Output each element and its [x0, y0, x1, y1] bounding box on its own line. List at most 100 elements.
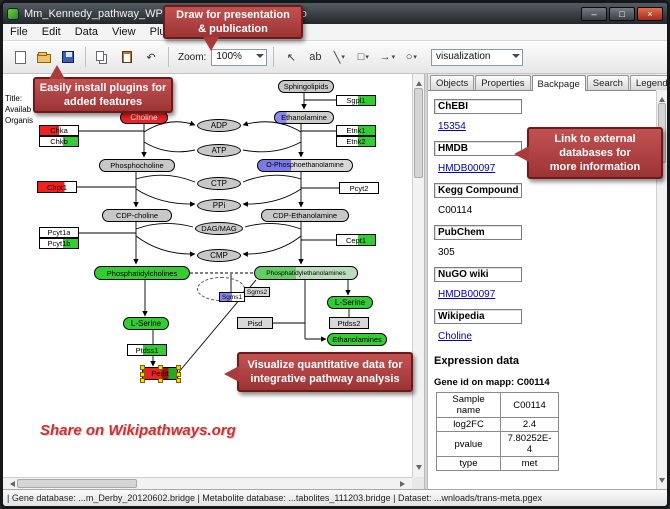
- backpage-header-wikipedia: Wikipedia: [434, 309, 522, 324]
- paste-button[interactable]: [116, 46, 138, 68]
- pathway-node-phosphatidylcholines[interactable]: Phosphatidylcholines: [94, 266, 190, 280]
- pathway-node-ethanolamine[interactable]: Ethanolamine: [274, 111, 334, 124]
- toolbar-separator: [168, 47, 169, 67]
- node-label: Chkb: [50, 137, 68, 146]
- maximize-button[interactable]: □: [609, 6, 635, 21]
- menu-item-data[interactable]: Data: [74, 26, 98, 38]
- tab-search[interactable]: Search: [586, 75, 629, 90]
- menu-item-file[interactable]: File: [10, 26, 28, 38]
- pathway-node-phosphocholine[interactable]: Phosphocholine: [99, 159, 175, 172]
- pathway-node-cmp[interactable]: CMP: [197, 249, 241, 262]
- callout-text: integrative pathway analysis: [250, 373, 400, 385]
- pathway-node-ppi[interactable]: PPi: [197, 199, 241, 212]
- node-label: Sgpl1: [346, 96, 366, 105]
- save-button[interactable]: [57, 46, 79, 68]
- backpage-link-wikipedia[interactable]: Choline: [438, 331, 472, 342]
- scroll-up-icon[interactable]: [416, 78, 422, 86]
- backpage-link-nugo-wiki[interactable]: HMDB00097: [438, 289, 496, 300]
- pathway-node-etnk1[interactable]: Etnk1: [336, 125, 376, 136]
- canvas-vscroll-thumb[interactable]: [414, 88, 423, 178]
- label-tool-button[interactable]: ab: [304, 46, 326, 68]
- status-bar: | Gene database: ...m_Derby_20120602.bri…: [3, 489, 667, 506]
- pathway-node-cept1[interactable]: Cept1: [336, 234, 376, 246]
- scroll-down-icon[interactable]: [416, 465, 422, 473]
- pathway-node-cdp-ethanolamine[interactable]: CDP-Ethanolamine: [261, 209, 349, 222]
- pathway-node-sphingolipids[interactable]: Sphingolipids: [278, 80, 334, 93]
- tab-legend[interactable]: Legend: [629, 75, 667, 90]
- toolbar-separator: [273, 47, 275, 67]
- pathway-node-sgms1[interactable]: Sgms1: [219, 292, 245, 302]
- backpage-link-chebi[interactable]: 15354: [438, 121, 466, 132]
- panel-splitter[interactable]: [424, 74, 428, 489]
- selection-handle[interactable]: [176, 378, 181, 383]
- node-label: Phosphatidylethanolamines: [266, 269, 346, 277]
- pathway-info-label: Organis: [5, 116, 33, 125]
- zoom-combobox[interactable]: 100%: [211, 48, 268, 66]
- pathway-node-o-phosphoethanolamine[interactable]: O-Phosphoethanolamine: [257, 159, 353, 172]
- open-file-button[interactable]: [33, 46, 55, 68]
- canvas-hscroll-thumb[interactable]: [17, 479, 137, 488]
- selection-tool-button[interactable]: ↖: [280, 46, 302, 68]
- pathway-node-adp[interactable]: ADP: [197, 119, 241, 132]
- table-cell: log2FC: [436, 417, 501, 432]
- menu-item-view[interactable]: View: [111, 26, 136, 38]
- pathway-node-chka[interactable]: Chka: [39, 125, 79, 136]
- pathway-node-chpt1[interactable]: Chpt1: [37, 181, 77, 193]
- scroll-up-icon[interactable]: [659, 94, 665, 102]
- selection-handle[interactable]: [140, 365, 145, 370]
- shape-tool-button[interactable]: □▾: [352, 46, 374, 68]
- pathway-node-atp[interactable]: ATP: [197, 144, 241, 157]
- copy-icon: [96, 50, 104, 61]
- scroll-left-icon[interactable]: [7, 481, 15, 487]
- visualization-combobox[interactable]: visualization: [431, 49, 523, 66]
- share-banner: Share on Wikipathways.org: [40, 422, 236, 439]
- pathway-node-pcyt1b[interactable]: Pcyt1b: [39, 238, 79, 249]
- pathway-node-pisd[interactable]: Pisd: [237, 317, 273, 329]
- line-tool-button[interactable]: ╲▾: [328, 46, 350, 68]
- tab-backpage[interactable]: Backpage: [531, 75, 586, 91]
- selection-handle[interactable]: [140, 378, 145, 383]
- callout-text: databases for: [559, 146, 631, 159]
- selection-handle[interactable]: [158, 365, 163, 370]
- pathway-node-sgms2[interactable]: Sgms2: [244, 287, 270, 297]
- pathway-node-pemt[interactable]: Pemt: [140, 365, 181, 383]
- ellipse-tool-button[interactable]: ○▾: [400, 46, 422, 68]
- pathway-node-pcyt2[interactable]: Pcyt2: [339, 182, 379, 194]
- close-button[interactable]: ×: [637, 6, 663, 21]
- pathway-node-ptdss2[interactable]: Ptdss2: [329, 317, 369, 329]
- pathway-node-sgpl1[interactable]: Sgpl1: [336, 95, 376, 106]
- selection-handle[interactable]: [158, 378, 163, 383]
- pathway-node-pcyt1a[interactable]: Pcyt1a: [39, 227, 79, 238]
- selection-handle[interactable]: [140, 371, 145, 377]
- pathway-node-l-serine-left[interactable]: L-Serine: [123, 317, 169, 330]
- pathway-node-etnk2[interactable]: Etnk2: [336, 136, 376, 147]
- selection-handle[interactable]: [176, 365, 181, 370]
- selection-handle[interactable]: [176, 371, 181, 377]
- pathway-node-ctp[interactable]: CTP: [197, 177, 241, 190]
- interaction-tool-button[interactable]: →▾: [376, 46, 398, 68]
- scroll-right-icon[interactable]: [400, 481, 408, 487]
- tab-properties[interactable]: Properties: [475, 75, 531, 90]
- undo-button[interactable]: ↶: [140, 46, 162, 68]
- tab-objects[interactable]: Objects: [430, 75, 475, 90]
- minimize-button[interactable]: –: [581, 6, 607, 21]
- new-file-button[interactable]: [9, 46, 31, 68]
- pathway-node-ethanolamines[interactable]: Ethanolamines: [327, 333, 387, 346]
- canvas-horizontal-scrollbar[interactable]: [3, 477, 412, 489]
- menu-item-edit[interactable]: Edit: [41, 26, 61, 38]
- pathway-node-ptdss1[interactable]: Ptdss1: [127, 344, 167, 356]
- copy-button[interactable]: [92, 46, 114, 68]
- backpage-link-hmdb[interactable]: HMDB00097: [438, 163, 496, 174]
- canvas-vertical-scrollbar[interactable]: [412, 74, 424, 477]
- pathway-node-l-serine-right[interactable]: L-Serine: [327, 296, 373, 309]
- pathway-node-chkb[interactable]: Chkb: [39, 136, 79, 147]
- pathway-node-cdp-choline[interactable]: CDP-choline: [102, 209, 172, 222]
- scroll-down-icon[interactable]: [659, 478, 665, 486]
- pathway-node-phosphatidylethanolamines[interactable]: Phosphatidylethanolamines: [254, 266, 358, 280]
- pathway-node-dag-mag[interactable]: DAG/MAG: [195, 222, 243, 235]
